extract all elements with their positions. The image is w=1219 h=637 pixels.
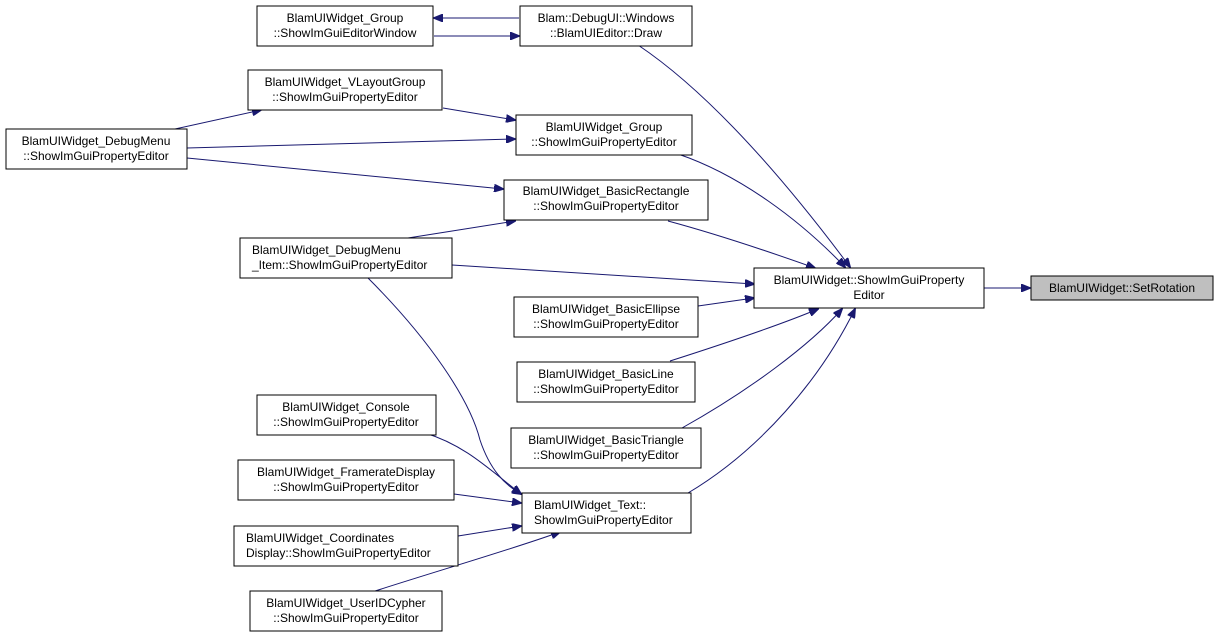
node-label: ::ShowImGuiPropertyEditor [531,135,676,149]
node-label: BlamUIWidget_FramerateDisplay [257,465,435,479]
node-framerate-display[interactable]: BlamUIWidget_FramerateDisplay ::ShowImGu… [237,459,455,501]
edge-line-to-property-editor [669,309,818,362]
node-label: BlamUIWidget::ShowImGuiProperty [774,273,965,287]
edge-vlayout-to-group [442,107,515,120]
node-coordinates-display[interactable]: BlamUIWidget_Coordinates Display::ShowIm… [233,525,459,567]
node-label: BlamUIWidget_DebugMenu [22,134,171,148]
node-console[interactable]: BlamUIWidget_Console ::ShowImGuiProperty… [256,394,437,436]
node-label: ::ShowImGuiPropertyEditor [273,415,418,429]
node-label: ::ShowImGuiPropertyEditor [272,90,417,104]
node-label: BlamUIWidget_BasicEllipse [532,302,680,316]
node-label: _Item::ShowImGuiPropertyEditor [251,258,427,272]
node-label: ::ShowImGuiPropertyEditor [533,382,678,396]
node-label: BlamUIWidget_Group [546,120,663,134]
node-label: ::ShowImGuiEditorWindow [274,26,417,40]
node-blam-ui-editor-draw[interactable]: Blam::DebugUI::Windows ::BlamUIEditor::D… [519,5,693,47]
node-label: ::ShowImGuiPropertyEditor [273,611,418,625]
edge-debug-menu-to-vlayout [174,110,261,130]
node-basic-triangle[interactable]: BlamUIWidget_BasicTriangle ::ShowImGuiPr… [510,427,702,469]
node-label: ::ShowImGuiPropertyEditor [533,448,678,462]
node-group-editor-window[interactable]: BlamUIWidget_Group ::ShowImGuiEditorWind… [256,5,434,47]
node-vlayout-group[interactable]: BlamUIWidget_VLayoutGroup ::ShowImGuiPro… [247,69,443,111]
edge-group-to-property-editor [677,153,845,267]
nodes: BlamUIWidget::SetRotation BlamUIWidget::… [5,5,1214,632]
node-label: ::ShowImGuiPropertyEditor [273,480,418,494]
edge-console-to-text [424,432,521,494]
edge-triangle-to-property-editor [681,309,842,429]
node-text[interactable]: BlamUIWidget_Text:: ShowImGuiPropertyEdi… [521,492,692,534]
node-label: ::BlamUIEditor::Draw [550,26,662,40]
edge-debug-menu-to-group [186,139,515,149]
node-label: BlamUIWidget_UserIDCypher [266,596,425,610]
node-label: ::ShowImGuiPropertyEditor [23,149,168,163]
edge-cypher-to-text [371,532,560,593]
node-label: BlamUIWidget_BasicLine [538,367,674,381]
node-label: Display::ShowImGuiPropertyEditor [246,546,431,560]
node-group-property[interactable]: BlamUIWidget_Group ::ShowImGuiPropertyEd… [515,114,693,156]
node-label: BlamUIWidget_VLayoutGroup [265,75,426,89]
node-label: BlamUIWidget_Coordinates [246,531,394,545]
node-basic-line[interactable]: BlamUIWidget_BasicLine ::ShowImGuiProper… [516,361,696,403]
node-label: BlamUIWidget_Text:: [534,498,646,512]
node-basic-rectangle[interactable]: BlamUIWidget_BasicRectangle ::ShowImGuiP… [503,179,709,221]
edge-debug-item-to-property-editor [451,264,754,284]
node-label: ::ShowImGuiPropertyEditor [533,199,678,213]
node-label: ShowImGuiPropertyEditor [534,513,673,527]
node-label: BlamUIWidget_Group [287,11,404,25]
node-label: BlamUIWidget_BasicRectangle [523,184,690,198]
node-label: Blam::DebugUI::Windows [538,11,675,25]
node-debug-menu[interactable]: BlamUIWidget_DebugMenu ::ShowImGuiProper… [5,128,188,170]
edge-text-to-property-editor [687,309,855,494]
node-debug-menu-item[interactable]: BlamUIWidget_DebugMenu _Item::ShowImGuiP… [239,237,453,279]
edge-ellipse-to-property-editor [697,298,754,307]
edges [174,18,1030,593]
node-label: Editor [853,288,884,302]
edge-coordinates-to-text [457,526,521,537]
node-label: BlamUIWidget_Console [282,400,410,414]
node-label: ::ShowImGuiPropertyEditor [533,317,678,331]
node-label: BlamUIWidget::SetRotation [1049,281,1195,295]
node-show-property-editor[interactable]: BlamUIWidget::ShowImGuiProperty Editor [753,267,985,309]
edge-debug-item-to-rectangle [407,221,515,239]
node-label: BlamUIWidget_BasicTriangle [528,433,684,447]
node-set-rotation: BlamUIWidget::SetRotation [1030,275,1214,301]
edge-framerate-to-text [453,493,521,503]
node-basic-ellipse[interactable]: BlamUIWidget_BasicEllipse ::ShowImGuiPro… [513,296,699,338]
edge-debug-menu-to-rectangle [186,157,503,189]
node-label: BlamUIWidget_DebugMenu [252,243,401,257]
edge-draw-to-property-editor [637,44,850,267]
node-user-id-cypher[interactable]: BlamUIWidget_UserIDCypher ::ShowImGuiPro… [249,590,443,632]
edge-rectangle-to-property-editor [667,220,815,268]
